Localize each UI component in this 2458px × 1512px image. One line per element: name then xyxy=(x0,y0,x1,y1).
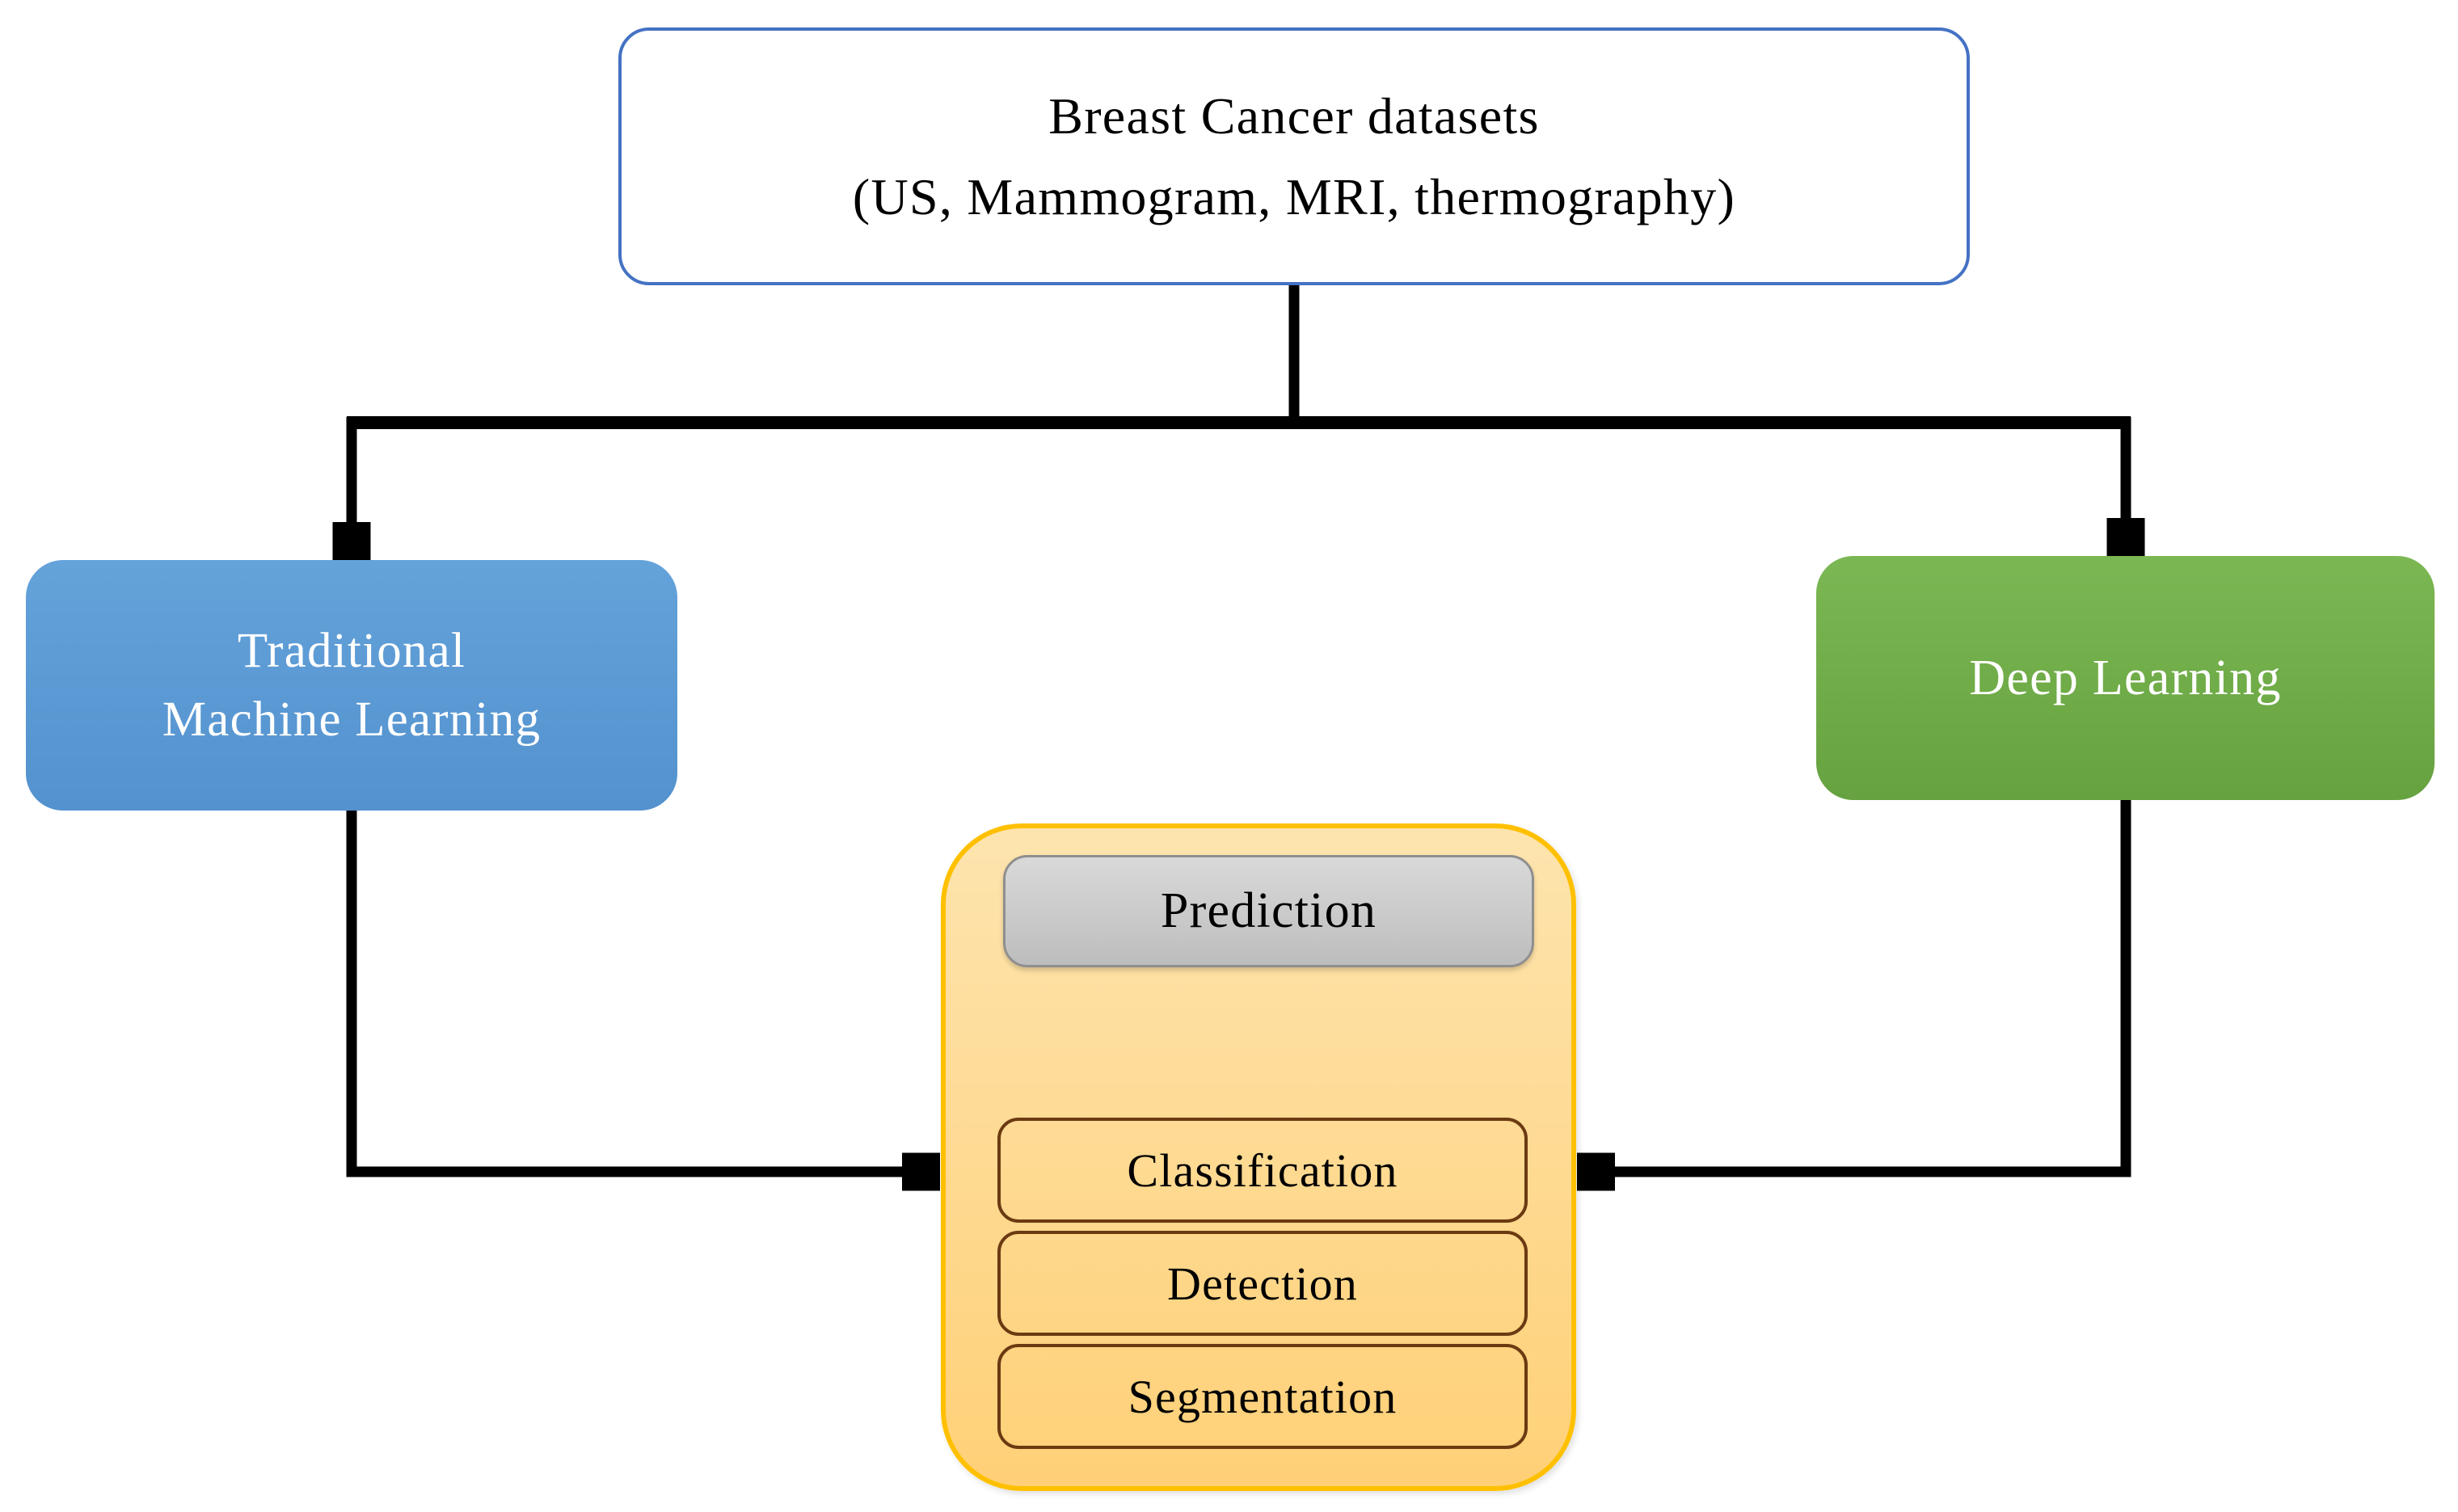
prediction-box: Prediction xyxy=(1003,855,1534,967)
deep-learning-label: Deep Learning xyxy=(1969,650,2282,705)
classification-label: Classification xyxy=(1127,1143,1398,1197)
segmentation-label: Segmentation xyxy=(1128,1370,1398,1423)
breast-cancer-datasets-box: Breast Cancer datasets (US, Mammogram, M… xyxy=(618,27,1970,285)
classification-box: Classification xyxy=(997,1118,1528,1223)
traditional-ml-line2: Machine Learning xyxy=(162,693,542,747)
tasks-group-container: Prediction Classification Detection Segm… xyxy=(941,823,1576,1491)
traditional-ml-line1: Traditional xyxy=(237,623,466,678)
segmentation-box: Segmentation xyxy=(997,1344,1528,1449)
detection-label: Detection xyxy=(1167,1257,1358,1310)
datasets-box-line1: Breast Cancer datasets xyxy=(1048,87,1540,145)
prediction-label: Prediction xyxy=(1160,883,1377,938)
detection-box: Detection xyxy=(997,1231,1528,1336)
arrow-traditional-ml-to-tasks xyxy=(346,811,902,1172)
arrow-deep-learning-to-tasks xyxy=(1615,800,2131,1172)
deep-learning-box: Deep Learning xyxy=(1816,556,2435,800)
traditional-ml-box: Traditional Machine Learning xyxy=(26,560,677,811)
datasets-box-line2: (US, Mammogram, MRI, thermography) xyxy=(852,167,1736,225)
